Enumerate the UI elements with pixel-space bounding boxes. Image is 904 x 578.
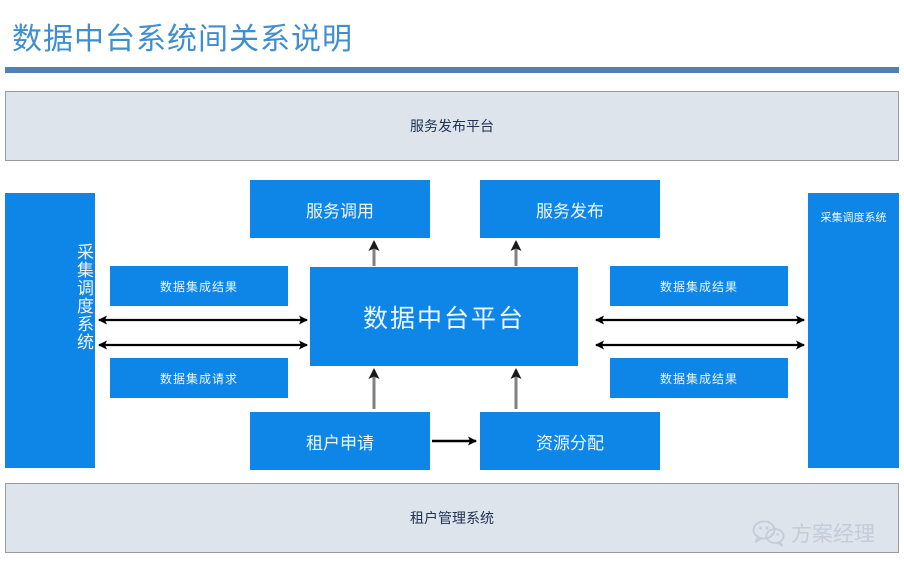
watermark-text: 方案经理 — [791, 522, 875, 546]
band-top-label: 服务发布平台 — [410, 119, 494, 135]
label-right-top-text: 数据集成结果 — [659, 279, 738, 294]
box-tenant-request: 租户申请 — [250, 412, 430, 470]
label-right-bottom-integration-result: 数据集成结果 — [610, 358, 788, 398]
band-bottom-label: 租户管理系统 — [410, 511, 494, 527]
box-resource-allocation: 资源分配 — [480, 412, 660, 470]
box-tenant-request-label: 租户申请 — [306, 433, 374, 454]
label-left-top-integration-result: 数据集成结果 — [110, 266, 288, 306]
column-left-collection-scheduling-system: 采集调度系统 — [5, 193, 95, 468]
band-service-publishing-platform: 服务发布平台 — [5, 91, 899, 161]
watermark: 方案经理 — [752, 510, 900, 556]
box-center-label: 数据中台平台 — [362, 303, 525, 333]
box-data-middle-platform: 数据中台平台 — [310, 267, 578, 366]
wechat-icon — [752, 520, 785, 547]
label-right-top-integration-result: 数据集成结果 — [610, 266, 788, 306]
column-right-label: 采集调度系统 — [820, 211, 887, 224]
box-resource-allocation-label: 资源分配 — [536, 433, 604, 454]
title-divider — [5, 67, 899, 73]
box-service-call-label: 服务调用 — [306, 201, 374, 222]
page-title: 数据中台系统间关系说明 — [12, 22, 353, 57]
box-service-publish-label: 服务发布 — [536, 201, 604, 222]
label-left-bottom-integration-request: 数据集成请求 — [110, 358, 288, 398]
label-left-top-text: 数据集成结果 — [159, 279, 238, 294]
column-left-label: 采集调度系统 — [73, 243, 93, 351]
label-right-bottom-text: 数据集成结果 — [659, 371, 738, 386]
box-service-call: 服务调用 — [250, 180, 430, 238]
column-right-collection-scheduling-system: 采集调度系统 — [808, 193, 899, 468]
band-tenant-management-system: 租户管理系统 — [5, 483, 899, 553]
box-service-publish: 服务发布 — [480, 180, 660, 238]
label-left-bottom-text: 数据集成请求 — [159, 371, 238, 386]
